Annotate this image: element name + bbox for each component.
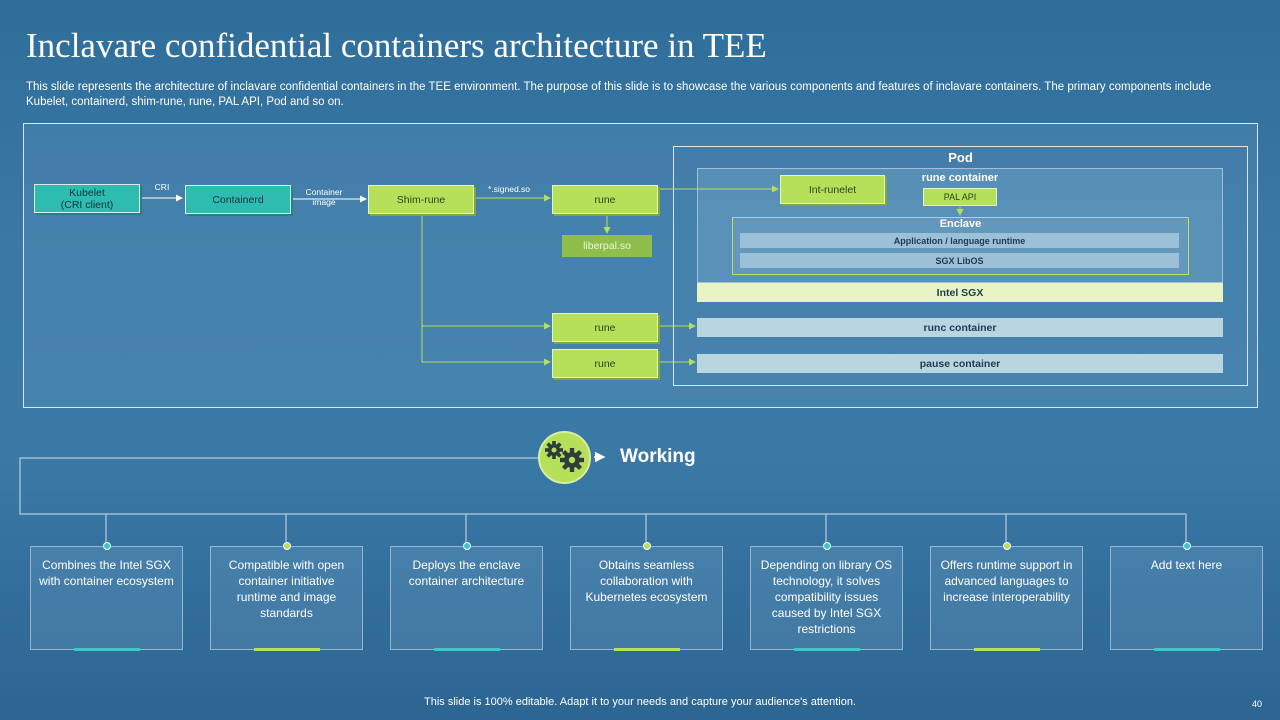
working-card: Offers runtime support in advanced langu… bbox=[930, 546, 1083, 650]
footer-note: This slide is 100% editable. Adapt it to… bbox=[424, 696, 856, 708]
working-card: Combines the Intel SGX with container ec… bbox=[30, 546, 183, 650]
pause-container-bar: pause container bbox=[697, 354, 1223, 373]
card-connector-dot bbox=[282, 542, 291, 550]
working-label: Working bbox=[620, 446, 696, 467]
card-accent-bar bbox=[73, 648, 140, 651]
node-containerd: Containerd bbox=[185, 185, 291, 214]
card-accent-bar bbox=[613, 648, 680, 651]
card-connector-dot bbox=[642, 542, 651, 550]
working-card: Compatible with open container initiativ… bbox=[210, 546, 363, 650]
arrow-shim-rune-bottom bbox=[421, 216, 551, 366]
working-tree-line bbox=[19, 457, 1186, 515]
edge-label-signed-so: *.signed.so bbox=[487, 184, 531, 194]
working-connector bbox=[19, 451, 1187, 542]
card-connector-dot bbox=[462, 542, 471, 550]
node-rune-top: rune bbox=[552, 185, 658, 214]
node-int-runelet: Int-runelet bbox=[780, 175, 885, 204]
intel-sgx-bar: Intel SGX bbox=[697, 283, 1223, 302]
enclave-label: Enclave bbox=[939, 218, 982, 230]
node-rune-mid: rune bbox=[552, 313, 658, 342]
card-connector-dot bbox=[822, 542, 831, 550]
working-card: Depending on library OS technology, it s… bbox=[750, 546, 903, 650]
edge-label-cri: CRI bbox=[154, 182, 170, 192]
working-card: Deploys the enclave container architectu… bbox=[390, 546, 543, 650]
rune-container-label: rune container bbox=[921, 172, 999, 184]
card-connector-dot bbox=[1002, 542, 1011, 550]
slide-description: This slide represents the architecture o… bbox=[26, 81, 1212, 108]
card-connector-dot bbox=[1182, 542, 1191, 550]
working-card: Add text here bbox=[1110, 546, 1263, 650]
app-runtime-bar: Application / language runtime bbox=[740, 233, 1179, 248]
runc-container-bar: runc container bbox=[697, 318, 1223, 337]
card-accent-bar bbox=[1153, 648, 1220, 651]
card-accent-bar bbox=[973, 648, 1040, 651]
sgx-libos-bar: SGX LibOS bbox=[740, 253, 1179, 268]
node-shim-rune: Shim-rune bbox=[368, 185, 474, 214]
page-number: 40 bbox=[1252, 699, 1263, 709]
card-accent-bar bbox=[253, 648, 320, 651]
pod-frame bbox=[673, 146, 1248, 386]
node-pal-api: PAL API bbox=[923, 188, 997, 206]
card-accent-bar bbox=[793, 648, 860, 651]
working-gears-circle bbox=[538, 431, 591, 484]
pod-label: Pod bbox=[948, 150, 973, 165]
node-rune-bottom: rune bbox=[552, 349, 658, 378]
working-card: Obtains seamless collaboration with Kube… bbox=[570, 546, 723, 650]
edge-label-container-image: Container image bbox=[305, 187, 343, 207]
node-liberpal: liberpal.so bbox=[562, 235, 652, 257]
card-accent-bar bbox=[433, 648, 500, 651]
connector-lines bbox=[141, 185, 964, 366]
card-connector-dot bbox=[102, 542, 111, 550]
gears-icon bbox=[545, 441, 584, 472]
node-kubelet: Kubelet (CRI client) bbox=[34, 184, 140, 213]
slide-title: Inclavare confidential containers archit… bbox=[26, 26, 767, 65]
